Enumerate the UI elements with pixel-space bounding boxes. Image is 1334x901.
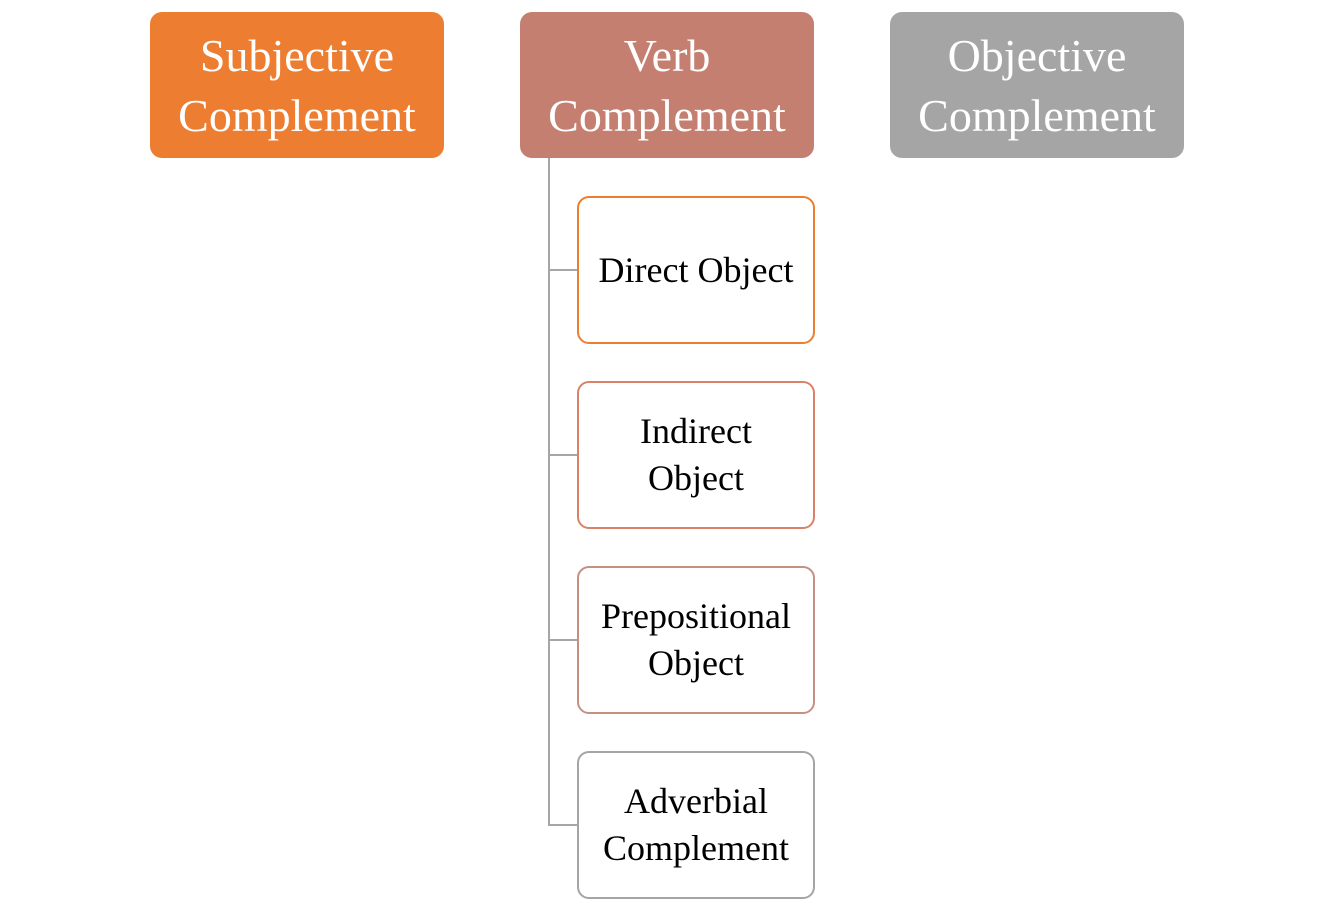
direct-object-box: Direct Object (577, 196, 815, 344)
subjective-complement-line1: Subjective (199, 30, 395, 81)
prepositional-object-line1: Prepositional (601, 596, 791, 636)
direct-object-line1: Direct Object (598, 249, 794, 290)
subjective-complement-label: Subjective Complement (178, 26, 416, 146)
objective-complement-line1: Objective (947, 30, 1127, 81)
prepositional-object-box: Prepositional Object (577, 566, 815, 714)
adverbial-complement-line2: Complement (603, 828, 789, 868)
objective-complement-line2: Complement (918, 90, 1156, 141)
adverbial-complement-label: Adverbial Complement (603, 778, 789, 872)
objective-complement-label: Objective Complement (918, 26, 1156, 146)
verb-complement-box: Verb Complement (520, 12, 814, 158)
connector-branch-indirect-object (548, 454, 578, 456)
objective-complement-box: Objective Complement (890, 12, 1184, 158)
subjective-complement-line2: Complement (178, 90, 416, 141)
indirect-object-label: Indirect Object (640, 408, 752, 502)
subjective-complement-box: Subjective Complement (150, 12, 444, 158)
prepositional-object-label: Prepositional Object (601, 593, 791, 687)
indirect-object-line2: Object (648, 458, 744, 498)
verb-complement-label: Verb Complement (548, 26, 786, 146)
connector-branch-prepositional-object (548, 639, 578, 641)
connector-branch-adverbial-complement (548, 824, 578, 826)
direct-object-label: Direct Object (599, 247, 794, 294)
indirect-object-line1: Indirect (640, 411, 752, 451)
verb-complement-line1: Verb (623, 30, 711, 81)
adverbial-complement-box: Adverbial Complement (577, 751, 815, 899)
adverbial-complement-line1: Adverbial (624, 781, 768, 821)
indirect-object-box: Indirect Object (577, 381, 815, 529)
verb-complement-line2: Complement (548, 90, 786, 141)
verb-complement-connector-trunk (548, 158, 550, 826)
prepositional-object-line2: Object (648, 643, 744, 683)
connector-branch-direct-object (548, 269, 578, 271)
